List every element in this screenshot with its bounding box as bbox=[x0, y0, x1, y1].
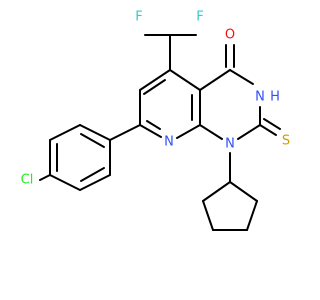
atom-n1: N bbox=[225, 137, 235, 152]
bond-c4a-c4 bbox=[199, 69, 231, 91]
atom-o: O bbox=[225, 28, 235, 43]
atom-h: H bbox=[270, 90, 280, 105]
bond-c2-n1 bbox=[237, 124, 261, 140]
bond-c2-s-double bbox=[263, 118, 281, 130]
bond-ph-4 bbox=[49, 174, 81, 191]
bond-cp-1 bbox=[202, 181, 231, 202]
atom-f-left: F bbox=[135, 10, 142, 25]
bond-c2-s bbox=[259, 124, 277, 136]
bond-c7-phenyl bbox=[109, 124, 141, 141]
bond-c5-c6 bbox=[139, 69, 171, 91]
bond-ph-5-double bbox=[80, 167, 105, 182]
bond-cp-2 bbox=[202, 200, 214, 231]
bond-n1-c8a bbox=[199, 124, 223, 140]
bond-ph-5 bbox=[79, 174, 111, 191]
bonds bbox=[39, 34, 281, 231]
bond-n8-c8a bbox=[176, 124, 201, 139]
bond-cp-4 bbox=[246, 200, 258, 231]
atom-f-right: F bbox=[196, 10, 203, 25]
bond-c7-n8 bbox=[139, 124, 162, 138]
atom-n8: N bbox=[164, 135, 174, 150]
bond-c4-n3 bbox=[229, 69, 254, 85]
bond-c-cl bbox=[39, 174, 51, 181]
bond-c5-c6-double bbox=[143, 79, 166, 95]
bond-ph-1-double bbox=[80, 133, 105, 148]
molecule-structure-diagram: F F O N H S N N Cl bbox=[21, 10, 290, 231]
bond-c5-c4a bbox=[169, 69, 201, 91]
bond-cp-5 bbox=[229, 181, 258, 202]
bond-ph-1 bbox=[79, 124, 111, 141]
atom-s: S bbox=[282, 134, 290, 149]
atom-labels: F F O N H S N N Cl bbox=[21, 10, 290, 188]
bond-c7-n8-double bbox=[146, 120, 161, 130]
atom-n3: N bbox=[255, 90, 265, 105]
bond-ph-2 bbox=[49, 124, 81, 141]
atom-cl: Cl bbox=[21, 173, 34, 188]
